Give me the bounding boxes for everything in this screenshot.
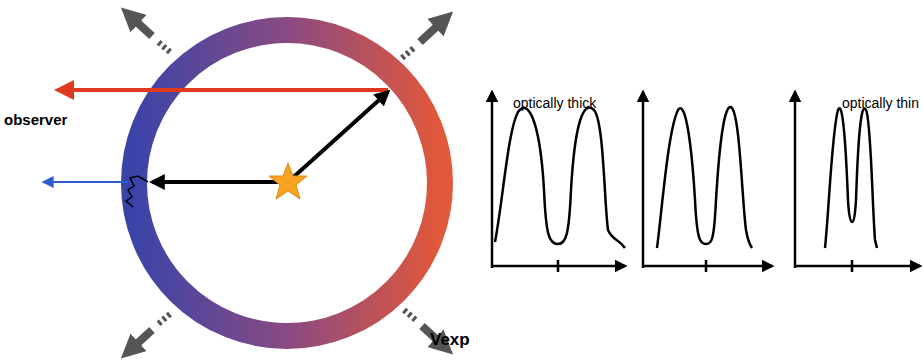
star bbox=[269, 163, 307, 199]
red-ray bbox=[58, 88, 388, 92]
expansion-arrows bbox=[128, 14, 446, 352]
plot-title: optically thick bbox=[513, 96, 596, 111]
scatter-path bbox=[126, 176, 148, 207]
blue-ray bbox=[44, 181, 128, 183]
shell-ring bbox=[134, 30, 440, 336]
velocity-label: Vexp bbox=[430, 331, 470, 350]
line-profile-plots bbox=[492, 92, 920, 272]
plot-title: optically thin bbox=[842, 96, 919, 111]
radial-arrow bbox=[288, 92, 388, 182]
observer-label: observer bbox=[4, 112, 67, 129]
radial-arrow bbox=[152, 180, 288, 184]
